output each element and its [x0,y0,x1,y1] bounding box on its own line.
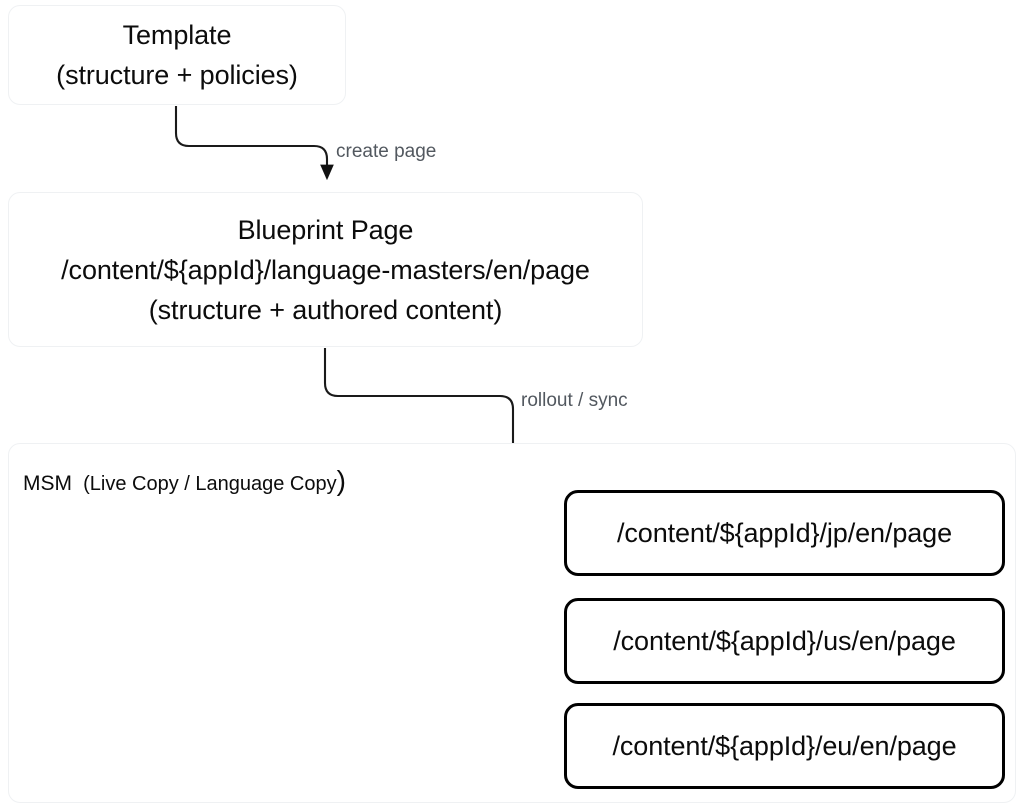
node-live-copy-us[interactable]: /content/${appId}/us/en/page [564,598,1005,684]
node-live-copy-eu-path: /content/${appId}/eu/en/page [612,731,957,761]
node-live-copy-jp-path: /content/${appId}/jp/en/page [616,518,952,548]
node-blueprint-line-2: /content/${appId}/language-masters/en/pa… [61,254,590,285]
node-template[interactable]: Template (structure + policies) [8,5,346,105]
group-msm-label-sub: (Live Copy / Language Copy [83,473,337,495]
node-blueprint-line-3: (structure + authored content) [148,294,503,325]
node-blueprint-page[interactable]: Blueprint Page /content/${appId}/languag… [8,192,643,347]
edge-template-to-blueprint [174,106,334,181]
edge-label-rollout-sync: rollout / sync [521,390,628,411]
node-blueprint-line-1: Blueprint Page [237,214,414,245]
group-msm-label-main: MSM [23,472,72,495]
node-live-copy-jp[interactable]: /content/${appId}/jp/en/page [564,490,1005,576]
node-template-line-2: (structure + policies) [56,60,298,90]
edge-label-create-page: create page [336,141,437,162]
node-template-line-1: Template [122,20,232,50]
group-msm-label-paren: ) [336,465,346,496]
node-live-copy-eu[interactable]: /content/${appId}/eu/en/page [564,703,1005,789]
group-msm-label: MSM (Live Copy / Language Copy) [23,465,346,497]
node-live-copy-us-path: /content/${appId}/us/en/page [613,626,956,656]
